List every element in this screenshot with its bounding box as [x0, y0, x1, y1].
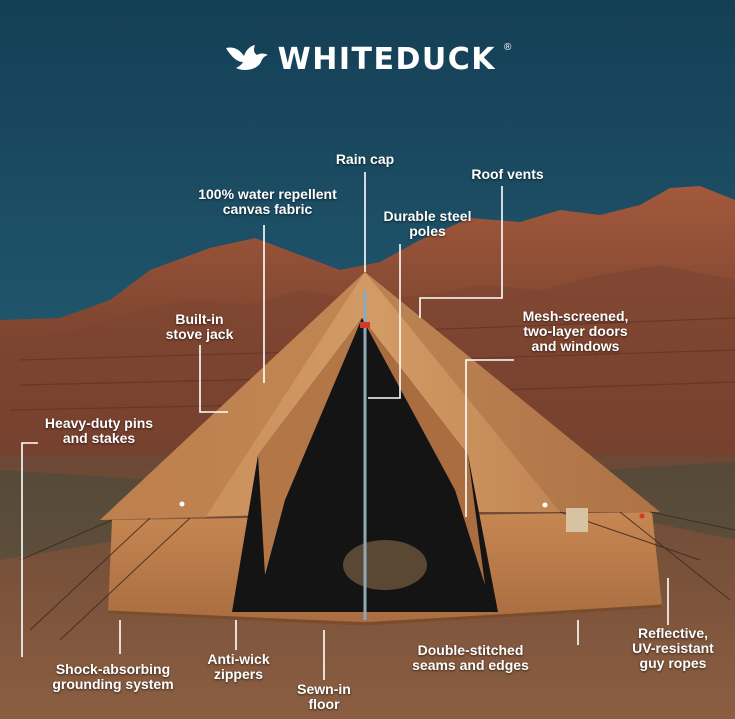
bell-tent	[19, 272, 735, 641]
callout-rain-cap: Rain cap	[335, 151, 395, 167]
callout-sewn-in-floor: Sewn-in floor	[297, 681, 351, 712]
callout-pins-stakes: Heavy-duty pins and stakes	[44, 415, 154, 446]
callout-roof-vents: Roof vents	[471, 166, 544, 182]
trademark-symbol: ®	[503, 42, 512, 53]
brand-header: WHITEDUCK ®	[0, 40, 735, 79]
callout-guy-ropes: Reflective, UV-resistant guy ropes	[632, 625, 714, 671]
callout-stove-jack: Built-in stove jack	[165, 311, 234, 342]
callout-shock-absorbing: Shock-absorbing grounding system	[52, 661, 174, 692]
callout-water-repellent: 100% water repellent canvas fabric	[198, 186, 337, 217]
callout-anti-wick: Anti-wick zippers	[207, 651, 270, 682]
callout-steel-poles: Durable steel poles	[383, 208, 472, 239]
callout-double-stitched: Double-stitched seams and edges	[412, 642, 529, 673]
brand-wordmark: WHITEDUCK	[277, 42, 496, 77]
duck-icon	[224, 40, 270, 79]
callout-lines	[21, 172, 669, 680]
callout-mesh-doors: Mesh-screened, two-layer doors and windo…	[522, 308, 629, 354]
